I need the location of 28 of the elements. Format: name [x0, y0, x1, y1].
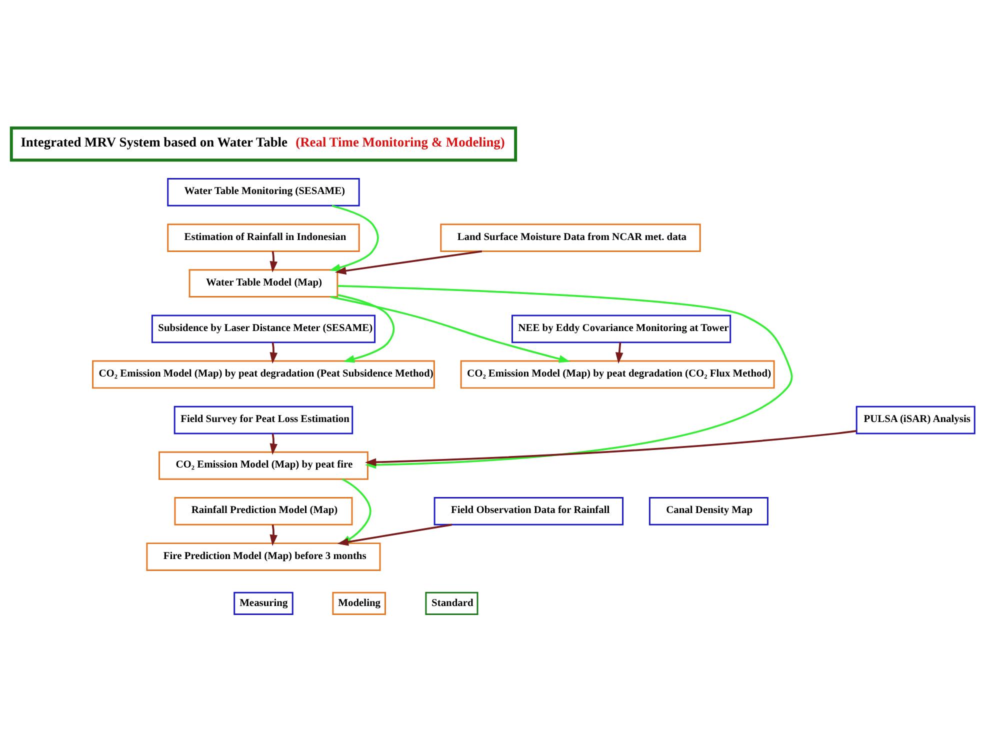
node-box: Water Table Model (Map): [188, 269, 338, 298]
arrow: [270, 251, 278, 273]
legend-label: Modeling: [338, 598, 381, 609]
node-box: PULSA (iSAR) Analysis: [856, 406, 976, 434]
arrow: [615, 342, 624, 364]
node-box: Estimation of Rainfall in Indonesian: [167, 224, 360, 252]
arrow: [364, 430, 857, 466]
arrow: [270, 524, 278, 546]
arrow: [330, 296, 570, 363]
legend-label: Standard: [432, 598, 474, 609]
node-box: Fire Prediction Model (Map) before 3 months: [146, 542, 381, 571]
arrow: [337, 294, 395, 363]
node-box: Subsidence by Laser Distance Meter (SESAME): [151, 314, 376, 344]
legend-label: Measuring: [240, 598, 288, 609]
node-box: Integrated MRV System based on Water Table (Real Time Monitoring & Modeling): [10, 126, 518, 162]
node-box: Land Surface Moisture Data from NCAR met. data: [440, 224, 701, 252]
arrow: [270, 342, 278, 364]
node-box: NEE by Eddy Covariance Monitoring at Tower: [511, 314, 732, 344]
node-box: Rainfall Prediction Model (Map): [174, 497, 353, 526]
node-box: CO₂ Emission Model (Map) by peat fire: [158, 451, 368, 480]
arrow: [334, 250, 482, 275]
node-box: CO₂ Emission Model (Map) by peat degradation (CO₂ Flux Method): [460, 360, 775, 389]
node-box: Canal Density Map: [648, 497, 768, 526]
node-box: Field Survey for Peat Loss Estimation: [174, 406, 354, 434]
node-box: Field Observation Data for Rainfall: [434, 497, 624, 526]
node-box: CO₂ Emission Model (Map) by peat degradation (Peat Subsidence Method): [92, 360, 435, 389]
arrow: [270, 433, 278, 455]
node-box: Water Table Monitoring (SESAME): [167, 178, 360, 206]
